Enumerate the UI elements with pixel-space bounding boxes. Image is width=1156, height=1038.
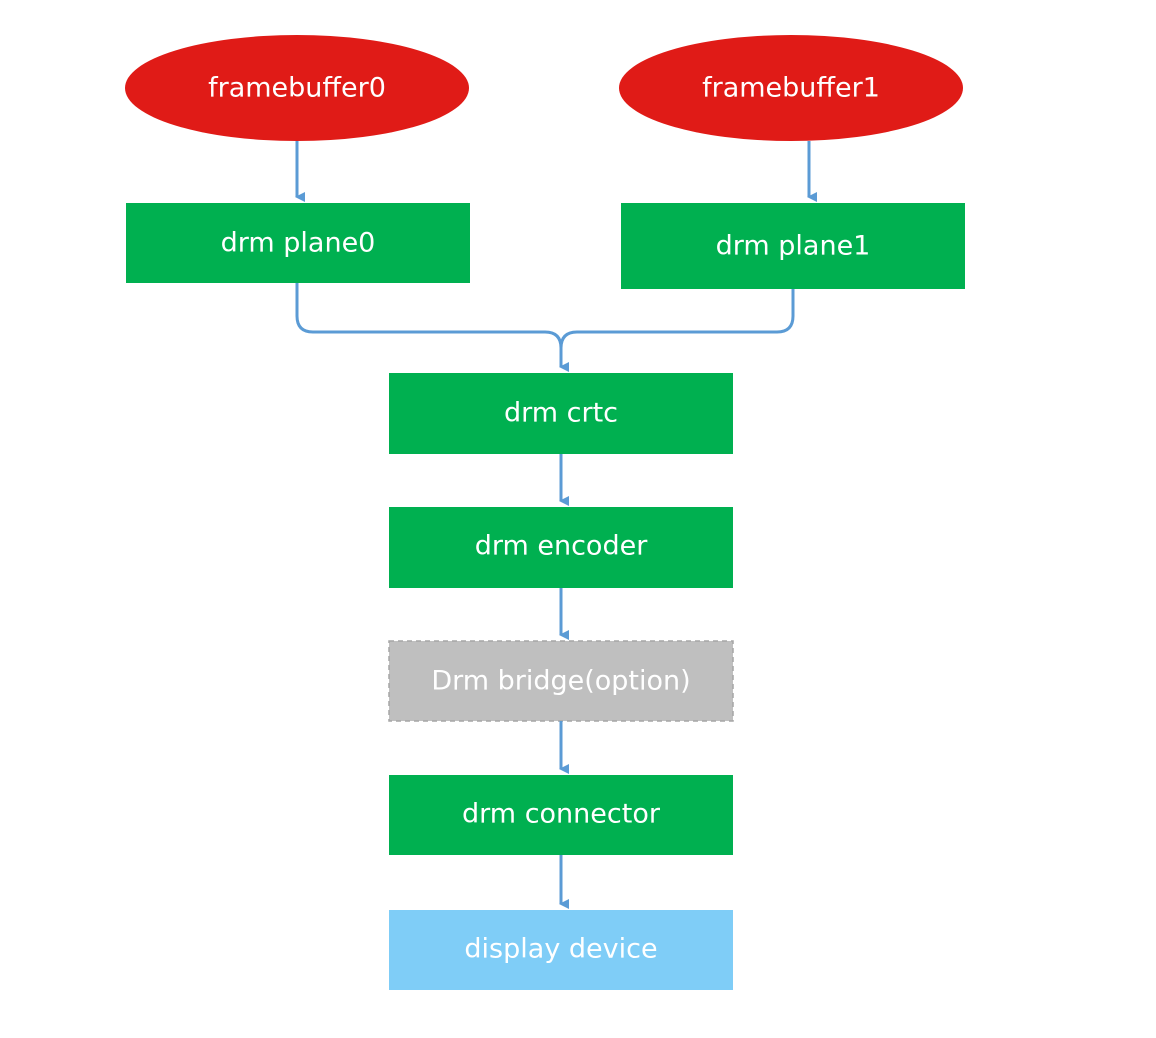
bridge-node: Drm bridge(option) — [388, 640, 734, 722]
encoder-node: drm encoder — [389, 507, 733, 588]
edge-plane0-crtc — [295, 283, 569, 372]
display-node: display device — [389, 910, 733, 990]
crtc-box — [389, 373, 733, 454]
framebuffer0-ellipse — [125, 35, 469, 141]
framebuffer1-ellipse — [619, 35, 963, 141]
framebuffer0-label: framebuffer0 — [208, 73, 386, 104]
plane1-box — [621, 203, 965, 289]
framebuffer1-node: framebuffer1 — [619, 35, 963, 141]
bridge-label: Drm bridge(option) — [431, 666, 690, 697]
connector-node: drm connector — [389, 775, 733, 855]
crtc-node: drm crtc — [389, 373, 733, 454]
crtc-label: drm crtc — [504, 398, 618, 429]
framebuffer1-label: framebuffer1 — [702, 73, 880, 104]
connector-label: drm connector — [462, 799, 661, 830]
connector-box — [389, 775, 733, 855]
plane0-label: drm plane0 — [221, 228, 376, 259]
plane0-box — [126, 203, 470, 283]
bridge-box — [388, 640, 734, 722]
plane1-node: drm plane1 — [621, 203, 965, 289]
plane0-node: drm plane0 — [126, 203, 470, 283]
plane1-label: drm plane1 — [716, 231, 871, 262]
display-box — [389, 910, 733, 990]
encoder-label: drm encoder — [475, 531, 648, 562]
framebuffer0-node: framebuffer0 — [125, 35, 469, 141]
display-label: display device — [464, 934, 657, 965]
encoder-box — [389, 507, 733, 588]
edge-plane1-crtc — [559, 289, 795, 349]
edges — [295, 141, 817, 909]
